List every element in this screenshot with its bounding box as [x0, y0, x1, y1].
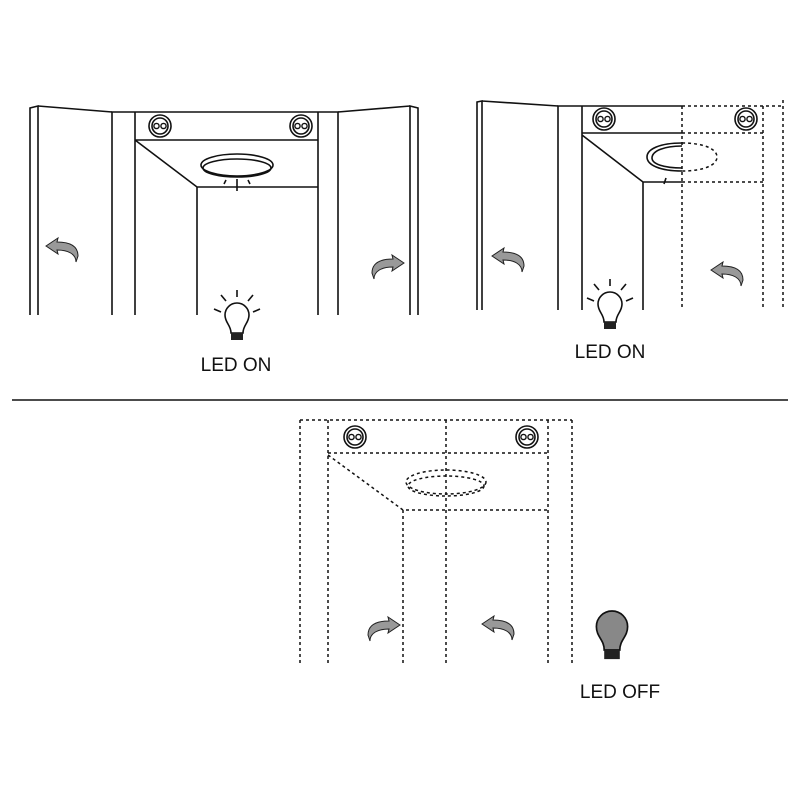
bulb-off-icon [595, 610, 629, 660]
screw-icon [515, 425, 539, 449]
panel-both-doors-open: LED ON [29, 104, 419, 376]
screw-icon [734, 107, 758, 131]
close-arrow-icon [367, 616, 401, 642]
led-status-label: LED OFF [580, 682, 660, 703]
screw-icon [592, 107, 616, 131]
open-arrow-icon [45, 237, 79, 263]
led-status-label: LED ON [575, 342, 646, 363]
open-arrow-icon [491, 247, 525, 273]
led-ring-light-icon [405, 469, 487, 497]
screw-icon [148, 114, 172, 138]
close-arrow-icon [481, 615, 515, 641]
led-ring-light-icon [646, 142, 718, 185]
led-status-label: LED ON [201, 355, 272, 376]
screw-icon [343, 425, 367, 449]
open-arrow-icon [371, 254, 405, 280]
screw-icon [289, 114, 313, 138]
close-arrow-icon [710, 261, 744, 287]
bulb-on-icon [213, 289, 261, 341]
bulb-on-icon [586, 278, 634, 330]
panel-one-door-closed: LED ON [476, 100, 784, 363]
panel-both-doors-closed: LED OFF [299, 419, 660, 703]
led-ring-light-icon [200, 153, 274, 191]
